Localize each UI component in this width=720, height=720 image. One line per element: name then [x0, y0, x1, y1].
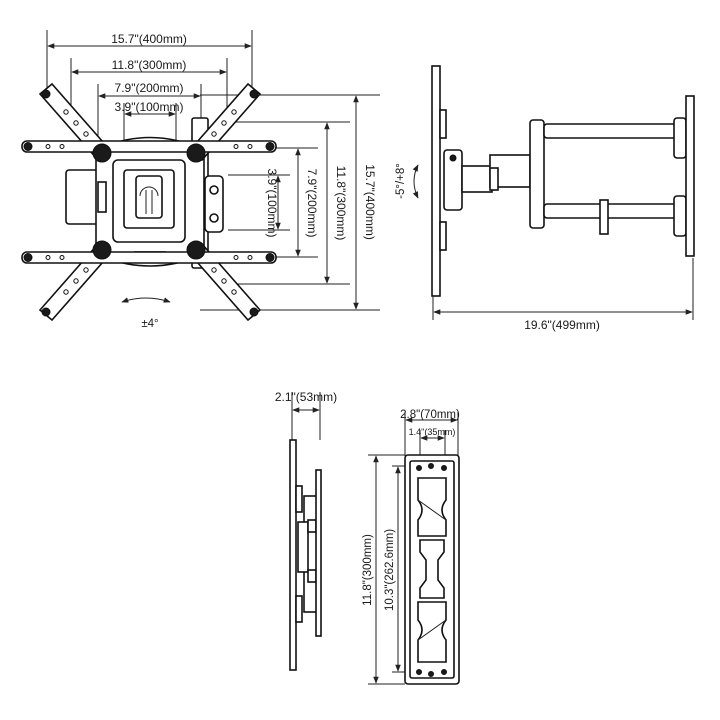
swivel-arrow [121, 297, 171, 303]
wall-plate-view: 2.8"(70mm) 1.4"(35mm) 11.8"(300mm) 10.3"… [362, 409, 460, 685]
label-depth: 19.6"(499mm) [524, 318, 600, 332]
profile-view: 2.1"(53mm) [275, 390, 337, 671]
side-arms [529, 117, 687, 237]
label-tilt: -5°/+8° [395, 163, 407, 199]
label-swivel: ±4° [141, 318, 158, 330]
bar-bottom [21, 251, 277, 264]
label-plate-width: 2.8"(70mm) [400, 409, 460, 421]
side-wall-plate [685, 95, 695, 257]
tilt-arrow [412, 164, 419, 199]
side-tv-plate [431, 65, 447, 297]
label-thickness: 2.1"(53mm) [275, 390, 337, 404]
label-width-200: 7.9"(200mm) [115, 81, 184, 95]
label-height-300: 11.8"(300mm) [334, 166, 348, 241]
bar-top [21, 140, 277, 153]
side-view: -5°/+8° 19.6"(499mm) [395, 65, 695, 332]
label-width-100: 3.9"(100mm) [115, 100, 184, 114]
label-width-400: 15.7"(400mm) [111, 32, 187, 46]
front-mount-bracket [21, 82, 277, 322]
label-height-400: 15.7"(400mm) [363, 164, 377, 240]
label-plate-inner-width: 1.4"(35mm) [409, 427, 456, 437]
label-plate-height: 11.8"(300mm) [362, 534, 374, 606]
front-view: 15.7"(400mm) 11.8"(300mm) 7.9"(200mm) 3.… [21, 30, 380, 330]
label-height-200: 7.9"(200mm) [305, 169, 319, 238]
label-height-100: 3.9"(100mm) [265, 169, 279, 238]
label-width-300: 11.8"(300mm) [112, 58, 187, 72]
label-plate-inner-height: 10.3"(262.6mm) [384, 529, 396, 611]
